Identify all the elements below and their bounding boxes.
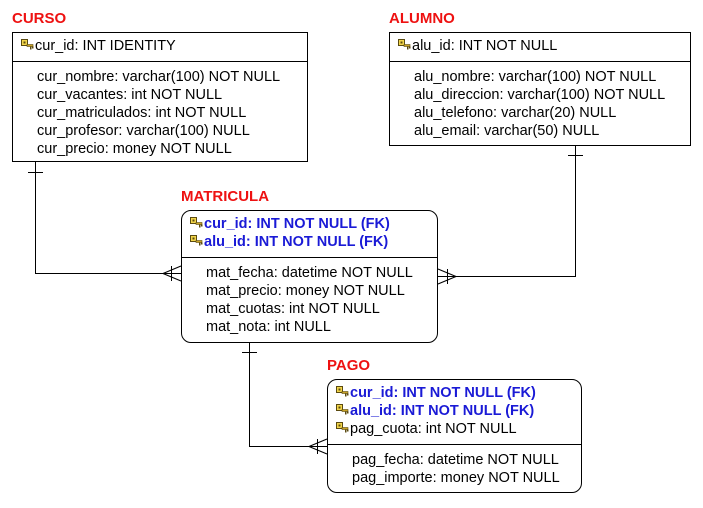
attribute-row: mat_cuotas: int NOT NULL xyxy=(206,301,380,317)
rel-pago-crowfoot xyxy=(308,438,328,447)
pk-field-text: alu_id: INT NOT NULL (FK) xyxy=(350,403,535,419)
key-icon xyxy=(336,384,350,402)
pago-pk-section: cur_id: INT NOT NULL (FK) alu_id: INT NOT… xyxy=(328,380,581,445)
attribute-row: cur_nombre: varchar(100) NOT NULL xyxy=(37,69,281,85)
matricula-attr-section: mat_fecha: datetime NOT NULL mat_precio: … xyxy=(182,258,437,340)
pk-row: cur_id: INT NOT NULL (FK) xyxy=(336,384,581,402)
rel-matricula-pago xyxy=(249,343,327,447)
entity-title-pago: PAGO xyxy=(327,357,371,374)
alumno-pk-section: alu_id: INT NOT NULL xyxy=(390,33,690,62)
attribute-row: cur_vacantes: int NOT NULL xyxy=(37,87,223,103)
pk-row: alu_id: INT NOT NULL (FK) xyxy=(336,402,581,420)
pk-field-text: alu_id: INT NOT NULL (FK) xyxy=(204,234,389,250)
curso-attr-section: cur_nombre: varchar(100) NOT NULL cur_vac… xyxy=(13,62,307,162)
key-icon xyxy=(336,402,350,420)
attribute-row: pag_importe: money NOT NULL xyxy=(352,470,560,486)
attribute-row: cur_precio: money NOT NULL xyxy=(37,141,232,157)
pk-row: cur_id: INT IDENTITY xyxy=(21,37,307,55)
rel-curso-matricula xyxy=(35,161,181,274)
attribute-row: pag_fecha: datetime NOT NULL xyxy=(352,452,559,468)
key-icon xyxy=(21,37,35,55)
rel-alumno-crowfoot xyxy=(437,268,457,277)
curso-pk-section: cur_id: INT IDENTITY xyxy=(13,33,307,62)
rel-curso-crowfoot xyxy=(162,265,182,274)
attribute-row: mat_fecha: datetime NOT NULL xyxy=(206,265,413,281)
pk-row: pag_cuota: int NOT NULL xyxy=(336,420,581,438)
attribute-row: cur_matriculados: int NOT NULL xyxy=(37,105,247,121)
attribute-row: alu_telefono: varchar(20) NULL xyxy=(414,105,617,121)
pk-field-text: cur_id: INT IDENTITY xyxy=(35,38,176,54)
attribute-row: alu_email: varchar(50) NULL xyxy=(414,123,600,139)
pk-field-text: alu_id: INT NOT NULL xyxy=(412,38,558,54)
alumno-attr-section: alu_nombre: varchar(100) NOT NULL alu_dir… xyxy=(390,62,690,144)
pk-field-text: cur_id: INT NOT NULL (FK) xyxy=(204,216,390,232)
entity-title-matricula: MATRICULA xyxy=(181,188,270,205)
attribute-row: mat_nota: int NULL xyxy=(206,319,331,335)
pk-row: alu_id: INT NOT NULL (FK) xyxy=(190,233,437,251)
entity-matricula[interactable]: cur_id: INT NOT NULL (FK) alu_id: INT NOT… xyxy=(181,210,438,343)
matricula-pk-section: cur_id: INT NOT NULL (FK) alu_id: INT NOT… xyxy=(182,211,437,258)
attribute-row: alu_nombre: varchar(100) NOT NULL xyxy=(414,69,657,85)
key-icon xyxy=(190,233,204,251)
pk-row: cur_id: INT NOT NULL (FK) xyxy=(190,215,437,233)
rel-alumno-matricula xyxy=(438,145,576,277)
pk-field-text: pag_cuota: int NOT NULL xyxy=(350,421,517,437)
entity-alumno[interactable]: alu_id: INT NOT NULL alu_nombre: varchar… xyxy=(389,32,691,146)
key-icon xyxy=(190,215,204,233)
pk-row: alu_id: INT NOT NULL xyxy=(398,37,690,55)
entity-title-curso: CURSO xyxy=(12,10,67,27)
key-icon xyxy=(336,420,350,438)
attribute-row: cur_profesor: varchar(100) NULL xyxy=(37,123,250,139)
attribute-row: alu_direccion: varchar(100) NOT NULL xyxy=(414,87,666,103)
key-icon xyxy=(398,37,412,55)
entity-pago[interactable]: cur_id: INT NOT NULL (FK) alu_id: INT NOT… xyxy=(327,379,582,493)
attribute-row: mat_precio: money NOT NULL xyxy=(206,283,405,299)
entity-title-alumno: ALUMNO xyxy=(389,10,455,27)
entity-curso[interactable]: cur_id: INT IDENTITY cur_nombre: varchar… xyxy=(12,32,308,162)
pk-field-text: cur_id: INT NOT NULL (FK) xyxy=(350,385,536,401)
pago-attr-section: pag_fecha: datetime NOT NULL pag_importe:… xyxy=(328,445,581,491)
